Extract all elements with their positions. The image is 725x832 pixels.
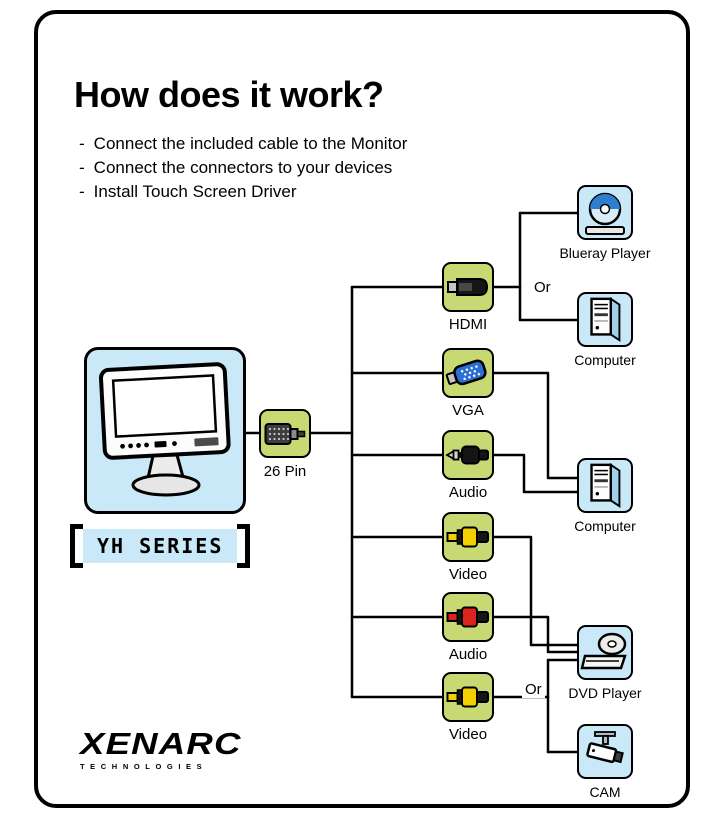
connector-audio-rca: [442, 592, 494, 642]
bracket-left-icon: [70, 524, 83, 568]
logo-brand: XENARC: [80, 726, 242, 761]
instruction-item: - Connect the included cable to the Moni…: [79, 132, 407, 156]
device-computer-2-label: Computer: [574, 518, 636, 534]
bracket-right-icon: [237, 524, 251, 568]
instruction-text: Connect the connectors to your devices: [93, 158, 393, 177]
dvd-player-icon: [580, 632, 627, 669]
cctv-camera-icon: [586, 730, 624, 763]
bluray-disc-icon: [585, 192, 625, 235]
monitor-illustration: [84, 347, 246, 514]
or-label-bottom: Or: [522, 681, 545, 698]
audio-jack-icon: [445, 445, 489, 465]
instruction-item: - Install Touch Screen Driver: [79, 180, 407, 204]
connector-26pin: [259, 409, 311, 458]
rca-red-plug-icon: [446, 606, 489, 628]
connector-hdmi-label: HDMI: [448, 316, 488, 333]
monitor-icon: [98, 361, 231, 496]
page-title: How does it work?: [74, 74, 384, 115]
device-dvd-player: [577, 625, 633, 680]
connector-vga-label: VGA: [452, 402, 484, 419]
device-blueray-player: [577, 185, 633, 240]
bullet-dash: -: [79, 158, 85, 177]
device-cam-label: CAM: [589, 784, 621, 800]
instruction-item: - Connect the connectors to your devices: [79, 156, 407, 180]
connector-vga: [442, 348, 494, 398]
rca-yellow-plug-icon: [446, 686, 489, 708]
connector-audio-jack: [442, 430, 494, 480]
computer-tower-icon: [590, 462, 621, 508]
connector-audio-rca-label: Audio: [448, 646, 488, 663]
or-label-top: Or: [531, 279, 554, 296]
device-cam: [577, 724, 633, 779]
bullet-dash: -: [79, 182, 85, 201]
device-computer-1-label: Computer: [574, 352, 636, 368]
xenarc-logo: XENARC TECHNOLOGIES: [80, 728, 240, 771]
instruction-text: Install Touch Screen Driver: [93, 182, 297, 201]
instruction-text: Connect the included cable to the Monito…: [93, 134, 408, 153]
connector-audio-jack-label: Audio: [448, 484, 488, 501]
bullet-dash: -: [79, 134, 85, 153]
vga-plug-icon: [445, 359, 487, 386]
instruction-list: - Connect the included cable to the Moni…: [79, 132, 407, 204]
device-computer-1: [577, 292, 633, 347]
device-blueray-player-label: Blueray Player: [559, 245, 651, 261]
connector-video-rca-1-label: Video: [448, 566, 488, 583]
connector-video-rca-2: [442, 672, 494, 722]
logo-tagline: TECHNOLOGIES: [80, 762, 208, 771]
device-dvd-player-label: DVD Player: [568, 685, 642, 701]
connector-video-rca-2-label: Video: [448, 726, 488, 743]
rca-yellow-plug-icon: [446, 526, 489, 548]
connector-video-rca-1: [442, 512, 494, 562]
connector-26pin-label: 26 Pin: [263, 463, 307, 480]
dvi-26pin-plug-icon: [264, 422, 306, 445]
computer-tower-icon: [590, 296, 621, 342]
series-label-group: YH SERIES: [70, 524, 251, 568]
device-computer-2: [577, 458, 633, 513]
series-label: YH SERIES: [83, 529, 238, 563]
connector-hdmi: [442, 262, 494, 312]
hdmi-plug-icon: [447, 278, 489, 296]
